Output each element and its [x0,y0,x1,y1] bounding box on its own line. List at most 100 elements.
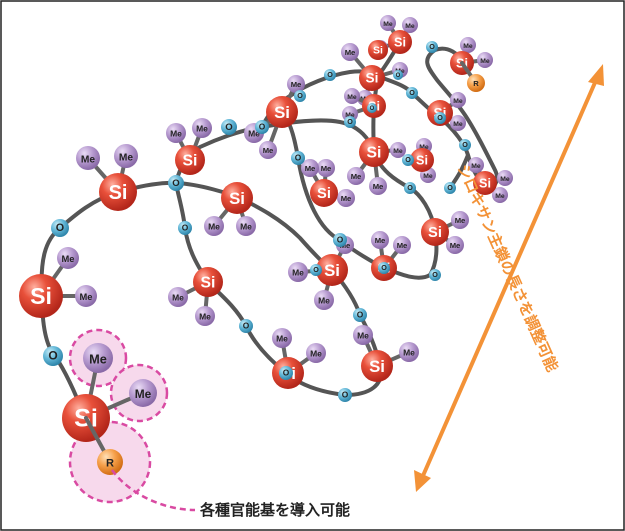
o-atom-label: O [405,155,411,164]
me-atom-sphere [204,216,224,236]
si-atom: Si [368,40,388,60]
me-atom-label: Me [500,176,510,183]
me-atom-label: Me [345,112,355,119]
me-atom: Me [446,236,464,254]
si-atom-label: Si [367,144,382,161]
o-atom-ring [434,112,446,124]
me-atom-sphere [83,343,113,373]
me-atom-sphere [166,123,186,143]
si-atom-sphere [316,254,348,286]
o-atom-ring [393,70,403,80]
me-atom-sphere [371,231,389,249]
o-atom: O [426,41,438,53]
me-atom: Me [344,88,360,104]
o-atom: O [402,154,414,166]
me-atom: Me [287,75,305,93]
me-atom-label: Me [405,23,415,30]
me-atom: Me [402,17,418,33]
o-atom-ring [279,366,293,380]
o-atom-ring [178,221,192,235]
si-atom-sphere [99,173,137,211]
si-atom: Si [410,148,434,172]
o-atom: O [324,69,336,81]
me-atom: Me [76,146,100,170]
me-atom-label: Me [351,172,362,181]
si-atom: Si [99,173,137,211]
o-atom-ring [406,87,418,99]
o-atom-label: O [347,117,353,126]
si-atom: Si [473,171,497,195]
me-atom-label: Me [81,154,95,165]
me-atom-label: Me [292,268,304,278]
me-atom-label: Me [170,129,182,139]
o-atom-label: O [225,122,233,133]
me-atom: Me [497,170,513,186]
me-atom-label: Me [480,58,490,65]
o-atom: O [404,182,416,194]
si-atom-label: Si [479,176,491,190]
si-atom-sphere [19,274,63,318]
si-atom-label: Si [183,152,198,169]
r-atom-label: R [473,79,479,88]
me-atom-label: Me [310,349,322,359]
o-atom-ring [310,264,322,276]
me-atom: Me [460,37,476,53]
si-atom-label: Si [109,182,128,204]
me-atom-sphere [192,118,212,138]
o-atom: O [333,233,347,247]
o-atom-label: O [462,140,468,149]
o-atom-ring [333,233,347,247]
si-atom-label: Si [30,283,52,309]
me-atom: Me [301,159,319,177]
si-atom-sphere [359,137,389,167]
si-atom-label: Si [394,35,406,49]
me-atom: Me [399,342,419,362]
o-atom-ring [221,119,237,135]
me-atom-label: Me [263,146,274,155]
me-atom-sphere [353,325,373,345]
o-atom-ring [255,120,269,134]
me-atom-sphere [317,159,335,177]
me-atom: Me [450,115,466,131]
me-atom: Me [380,15,396,31]
me-atom-label: Me [291,80,302,89]
o-atom-ring [291,151,305,165]
me-atom: Me [371,231,389,249]
me-atom-sphere [341,43,359,61]
o-atom: O [406,87,418,99]
me-atom-label: Me [373,182,384,191]
me-atom-label: Me [397,241,408,250]
me-atom-label: Me [340,241,351,250]
si-atom-sphere [310,179,338,207]
me-atom-label: Me [419,144,429,151]
si-atom-sphere [421,218,449,246]
si-atom-label: Si [366,71,379,86]
o-atom-label: O [342,390,349,400]
r-group-atom: R [97,449,123,475]
me-atom-label: Me [196,124,208,134]
me-atom: Me [114,144,138,168]
o-atom: O [367,103,377,113]
o-atom-ring [444,182,456,194]
o-atom-label: O [432,270,438,279]
me-atom-sphere [75,285,97,307]
o-atom: O [378,262,390,274]
me-atom: Me [288,262,308,282]
o-atom-label: O [409,88,415,97]
me-atom-sphere [344,88,360,104]
o-atom: O [444,182,456,194]
me-atom-label: Me [345,48,356,57]
o-atom-label: O [381,263,387,272]
me-atom-sphere [380,15,396,31]
me-atom: Me [168,287,188,307]
me-atom: Me [192,118,212,138]
me-atom-sphere [287,75,305,93]
si-atom: Si [193,267,223,297]
si-atom: Si [359,137,389,167]
o-atom: O [393,70,403,80]
me-atom-sphere [236,216,256,236]
me-atom-sphere [57,247,79,269]
si-atom-sphere [175,145,205,175]
si-atom-sphere [473,171,497,195]
